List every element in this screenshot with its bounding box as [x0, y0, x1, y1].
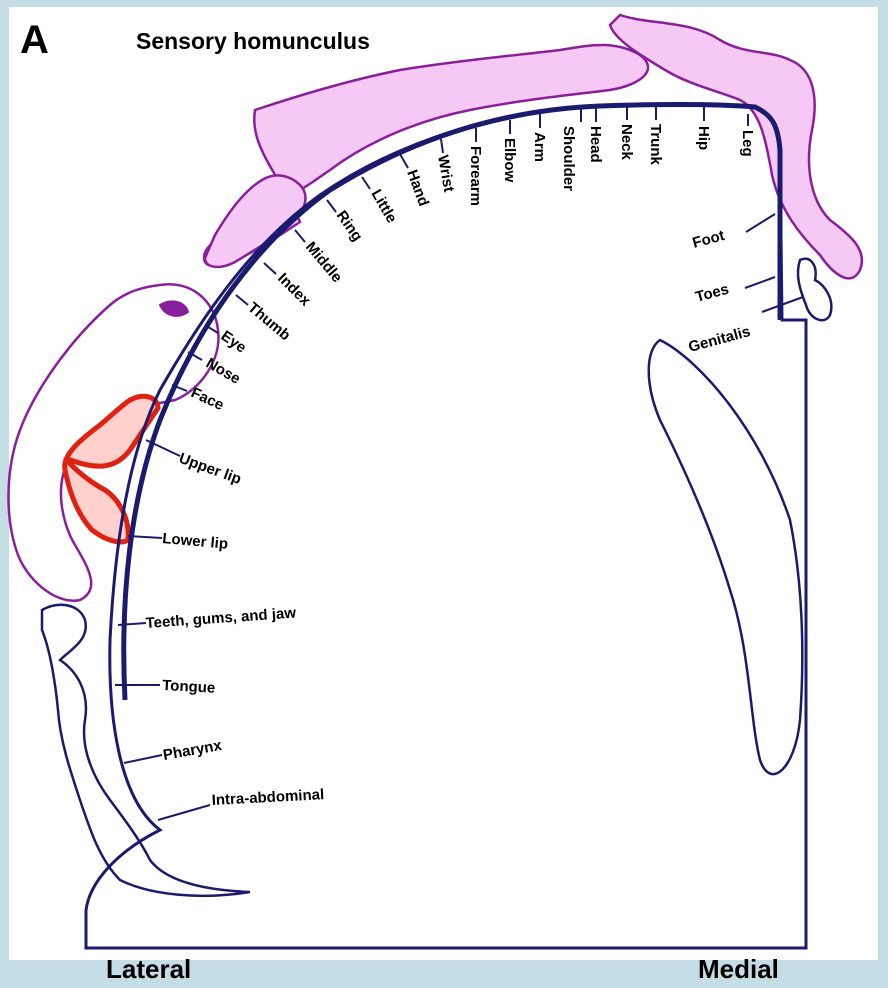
label-teeth: Teeth, gums, and jaw — [145, 605, 297, 632]
label-nose: Nose — [203, 355, 243, 388]
tick-middle — [295, 230, 305, 242]
label-arm: Arm — [531, 132, 548, 162]
tick-foot — [746, 214, 775, 232]
label-neck: Neck — [618, 124, 635, 161]
tick-wrist — [441, 139, 443, 153]
label-little: Little — [368, 187, 401, 227]
footer-lateral-label: Lateral — [106, 956, 191, 982]
label-middle: Middle — [302, 239, 346, 286]
tick-pharynx — [124, 755, 162, 763]
tick-intra-abdominal — [158, 805, 210, 820]
label-foot: Foot — [691, 227, 727, 252]
label-wrist: Wrist — [434, 154, 457, 194]
label-face: Face — [188, 384, 226, 414]
tick-ring — [327, 200, 336, 212]
tick-hand — [400, 154, 408, 168]
footer-medial-label: Medial — [698, 956, 779, 982]
panel-letter: A — [20, 20, 49, 60]
label-forearm: Forearm — [467, 146, 484, 206]
tick-thumb — [236, 295, 248, 305]
tick-little — [362, 177, 370, 189]
label-intra-abdominal: Intra-abdominal — [211, 786, 324, 809]
lateral-ventricle — [649, 340, 803, 774]
label-eye: Eye — [218, 327, 250, 356]
label-index: Index — [274, 270, 314, 310]
cortex-outline — [86, 105, 806, 948]
label-hand: Hand — [403, 168, 432, 209]
label-trunk: Trunk — [647, 124, 664, 165]
label-head: Head — [587, 126, 604, 163]
label-elbow: Elbow — [501, 138, 518, 182]
label-toes: Toes — [694, 281, 731, 306]
tick-index — [264, 263, 276, 274]
label-shoulder: Shoulder — [560, 126, 577, 191]
label-lower-lip: Lower lip — [162, 530, 229, 553]
tick-toes — [745, 277, 775, 288]
label-thumb: Thumb — [244, 299, 293, 344]
diagram-title: Sensory homunculus — [136, 30, 370, 53]
label-genitalis: Genitalis — [687, 323, 753, 356]
label-pharynx: Pharynx — [162, 737, 224, 764]
label-upper-lip: Upper lip — [177, 450, 244, 488]
label-tongue: Tongue — [162, 677, 216, 697]
label-ring: Ring — [333, 208, 366, 245]
figure-genitalia — [798, 259, 831, 321]
label-hip: Hip — [695, 126, 712, 150]
label-leg: Leg — [739, 130, 756, 157]
